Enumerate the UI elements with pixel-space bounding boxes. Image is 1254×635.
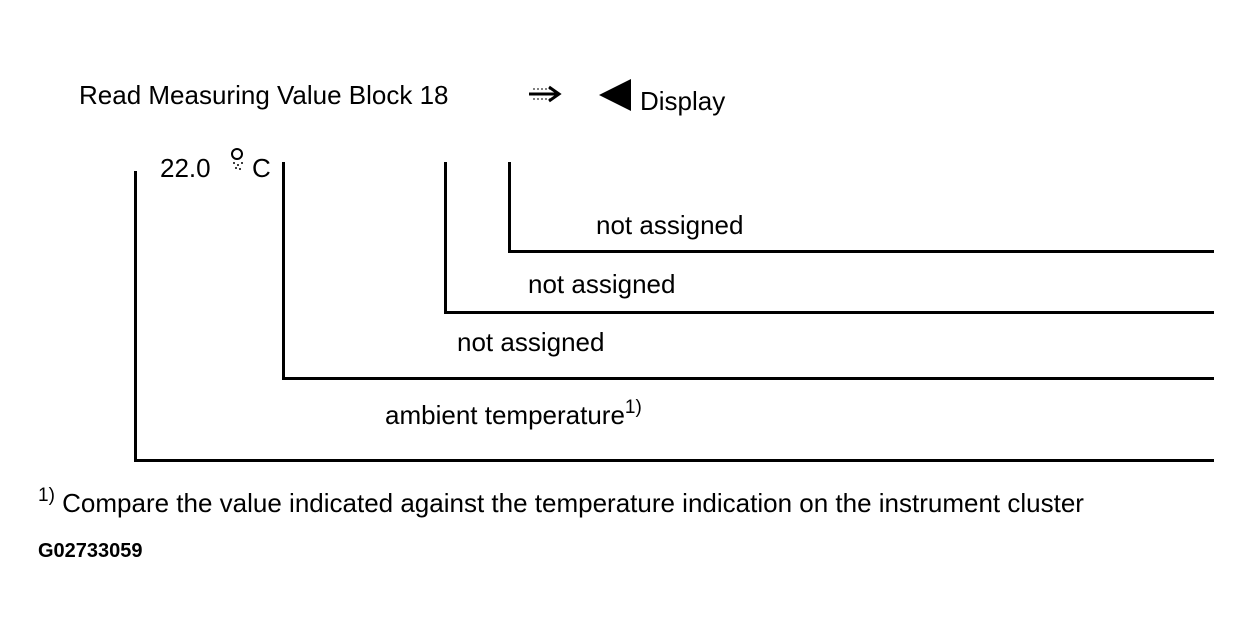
field4-bracket-horizontal — [508, 250, 1214, 253]
field1-footnote-marker: 1) — [624, 397, 642, 418]
figure-id: G02733059 — [38, 540, 143, 562]
field1-bracket-vertical — [134, 171, 137, 462]
field1-label: ambient temperature1) — [385, 398, 642, 428]
footnote: 1) Compare the value indicated against t… — [38, 486, 1084, 516]
field3-bracket-horizontal — [444, 311, 1214, 314]
field2-bracket-vertical — [282, 162, 285, 380]
display-value-number: 22.0 — [160, 153, 211, 183]
degree-icon — [231, 148, 243, 170]
field4-bracket-vertical — [508, 162, 511, 253]
display-label: Display — [640, 86, 726, 116]
left-triangle-icon — [599, 79, 631, 111]
field1-bracket-horizontal — [134, 459, 1214, 462]
footnote-text: Compare the value indicated against the … — [62, 488, 1084, 518]
field2-label: not assigned — [457, 327, 605, 357]
footnote-marker: 1) — [38, 485, 55, 506]
right-arrow-icon — [529, 85, 562, 103]
field1-label-text: ambient temperature — [385, 400, 625, 430]
field3-bracket-vertical — [444, 162, 447, 314]
block-title: Read Measuring Value Block 18 — [79, 80, 449, 110]
display-value-unit: C — [252, 153, 271, 183]
field4-label: not assigned — [596, 210, 744, 240]
field2-bracket-horizontal — [282, 377, 1214, 380]
field3-label: not assigned — [528, 269, 676, 299]
